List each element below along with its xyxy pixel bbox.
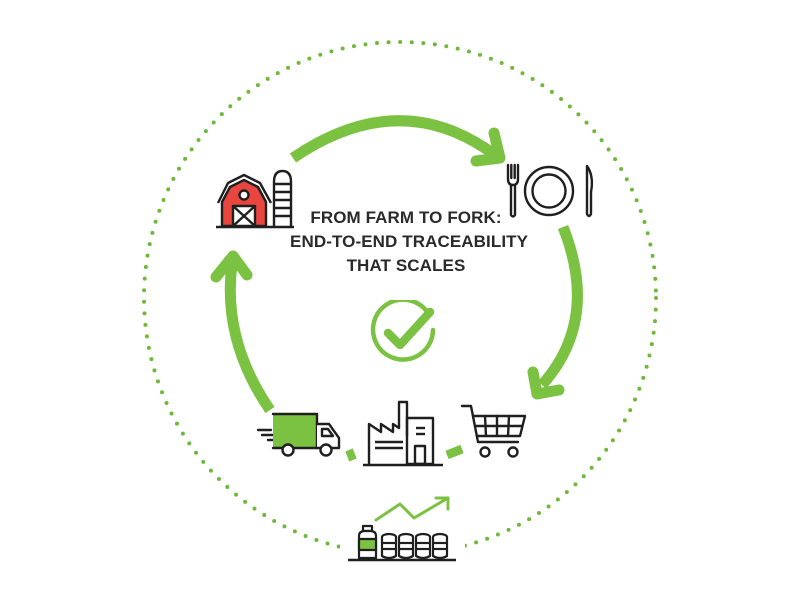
title-line-1: FROM FARM TO FORK: bbox=[310, 208, 502, 227]
barn-silo-icon bbox=[216, 169, 294, 229]
factory-icon bbox=[363, 400, 443, 467]
dotted-outer-ring bbox=[142, 40, 658, 556]
farm-to-fork-arrow bbox=[289, 115, 506, 167]
connector-dash bbox=[445, 444, 464, 460]
delivery-truck-icon bbox=[256, 412, 341, 457]
truck-to-farm-arrow bbox=[210, 250, 275, 414]
title-line-3: THAT SCALES bbox=[346, 256, 466, 275]
checkmark-circle-icon bbox=[370, 300, 436, 362]
growth-coins-chart-icon bbox=[348, 496, 456, 562]
title-line-2: END-TO-END TRACEABILITY bbox=[290, 232, 529, 251]
connector-dash bbox=[345, 448, 357, 462]
shopping-cart-icon bbox=[460, 404, 527, 458]
fork-plate-knife-icon bbox=[506, 163, 594, 218]
diagram-title: FROM FARM TO FORK: END-TO-END TRACEABILI… bbox=[290, 206, 529, 278]
fork-to-retail-arrow bbox=[527, 224, 583, 400]
